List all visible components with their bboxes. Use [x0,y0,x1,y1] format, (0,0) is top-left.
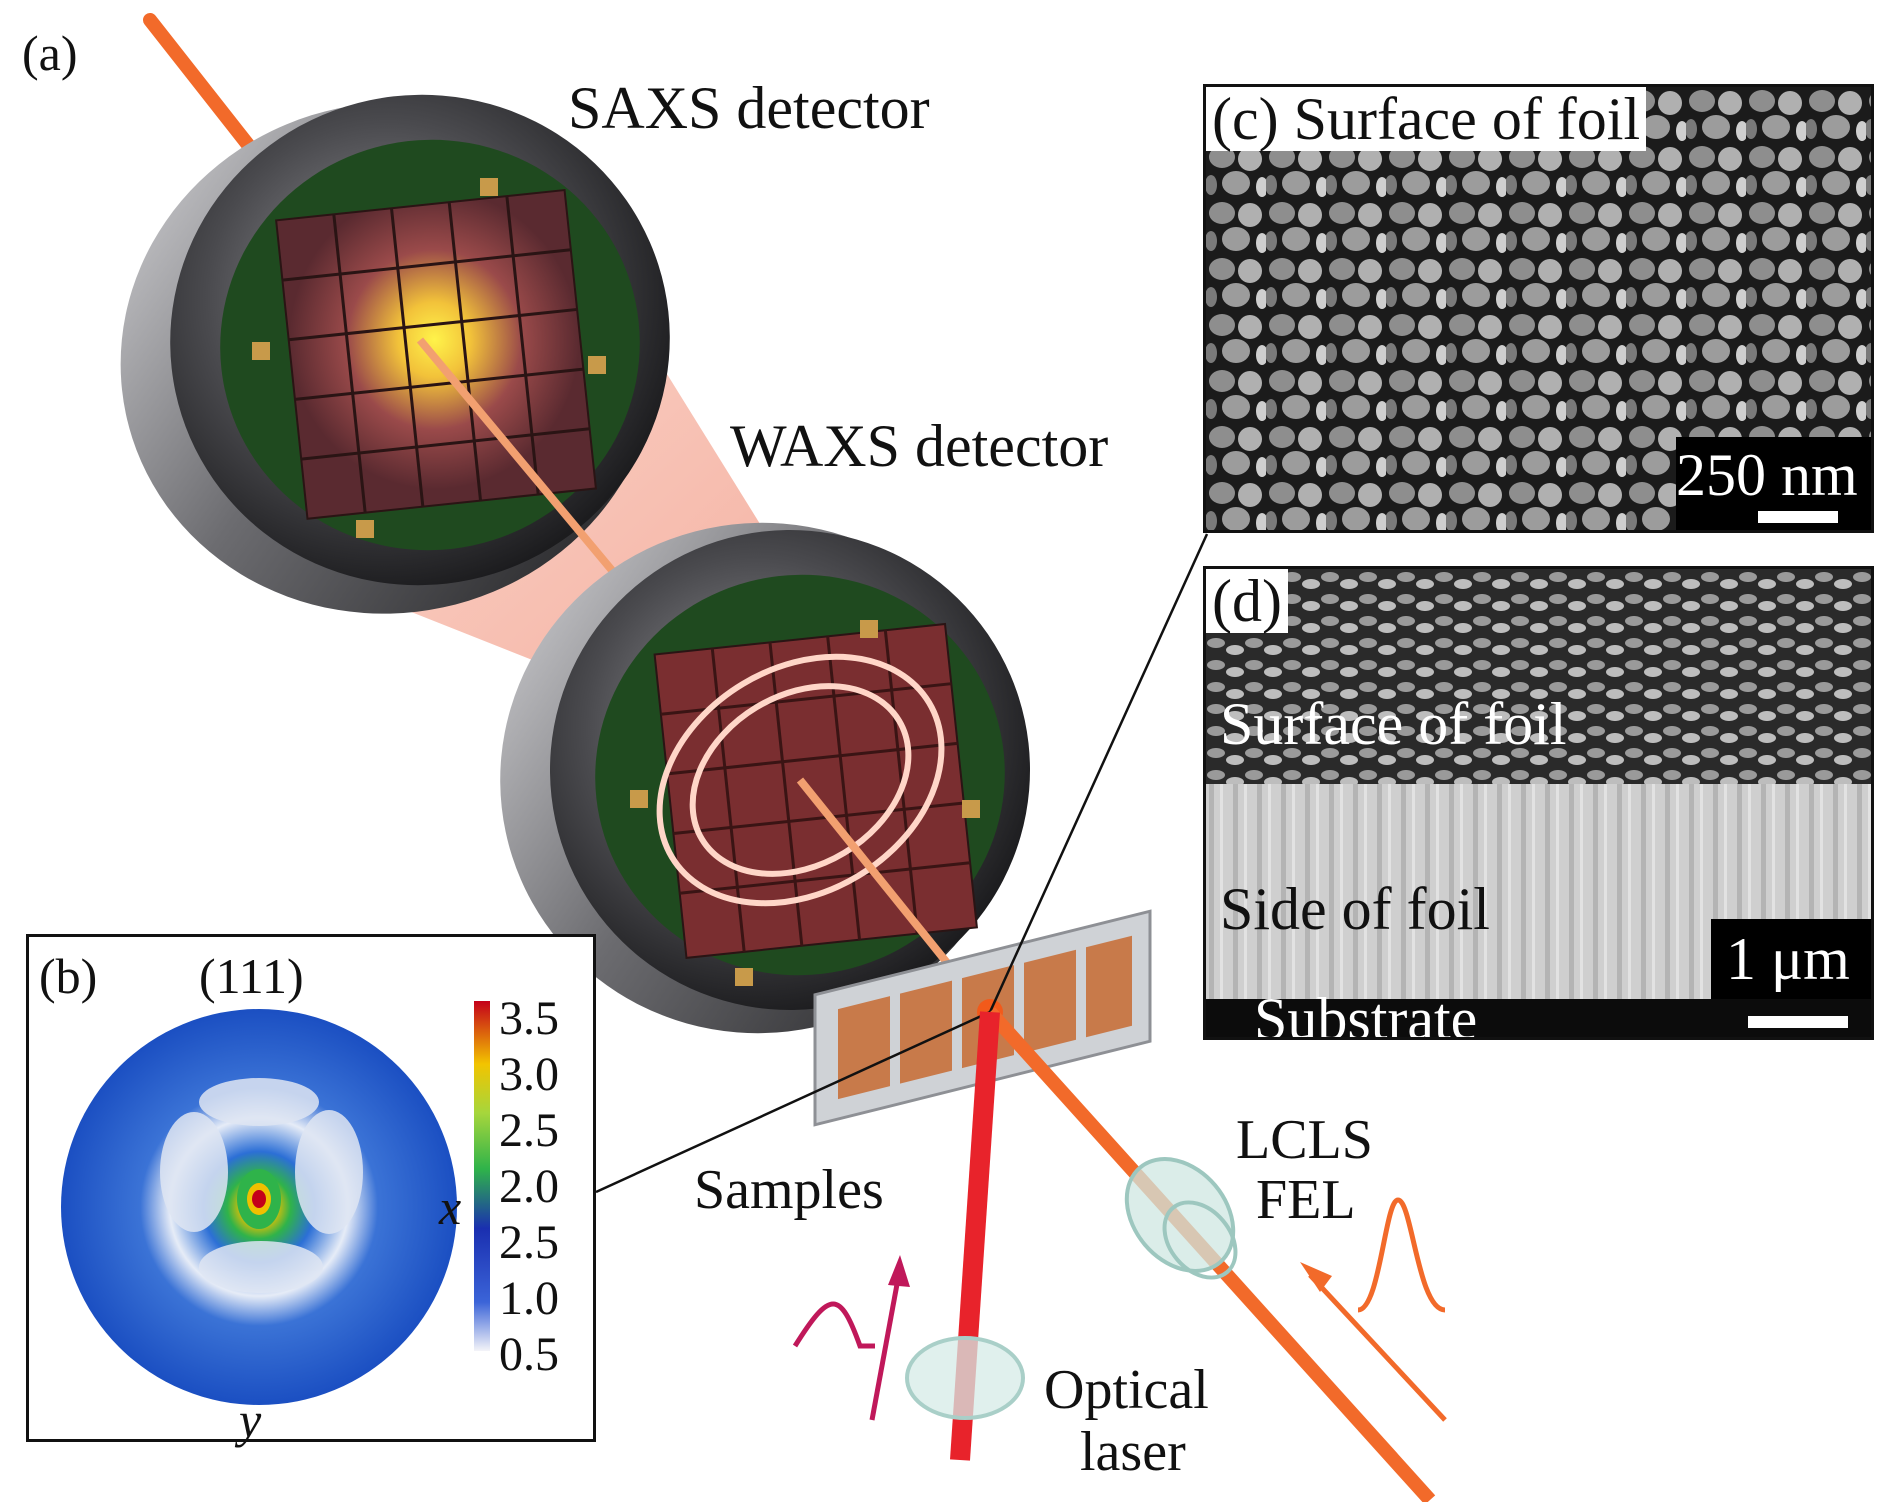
panel-a-letter: (a) [22,25,78,81]
colorbar-tick-label: 1.0 [499,1272,559,1325]
zoom-line-b [595,1010,991,1194]
panel-c-scale-label: 250 nm [1676,442,1858,508]
colorbar-tick-label: 2.5 [499,1216,559,1269]
panel-b-letter: (b) [39,948,98,1004]
panel-d-letter: (d) [1206,569,1288,633]
fel-beam-incoming [143,13,267,167]
pole-figure-plot [61,1001,490,1405]
panel-c-sem-surface: (c) Surface of foil 250 nm [1203,84,1874,533]
pole-figure-lobes [160,1078,363,1293]
waxs-sensor-array [653,622,978,959]
panel-d-surface-label: Surface of foil [1220,691,1567,757]
samples-label: Samples [694,1159,884,1221]
panel-d-scale-label: 1 μm [1726,926,1850,992]
optical-label: Optical [1044,1359,1209,1421]
panel-b-title: (111) [199,948,304,1004]
panel-c-caption: (c) Surface of foil [1206,86,1647,152]
panel-c-title: Surface of foil [1293,86,1641,152]
panel-d-substrate-label: Substrate [1254,986,1478,1040]
colorbar-tick-label: 2.0 [499,1160,559,1213]
cross-section-image [1206,569,1871,1037]
panel-b-axis-y: y [239,1392,262,1448]
laser-label: laser [1080,1421,1186,1483]
fel-pulse-arrow [1300,1197,1447,1422]
scale-bar-250nm [1758,511,1838,523]
lcls-label: LCLS [1236,1109,1373,1171]
fel-beam-saxs [416,337,624,583]
zoom-line-top [988,533,1209,1013]
fel-lens [1124,1157,1238,1280]
colorbar-tick-label: 3.0 [499,1048,559,1101]
panel-d-sem-cross-section: (d) Surface of foil Side of foil Substra… [1203,566,1874,1040]
panel-b-axis-x: x [439,1179,462,1235]
colorbar [474,1001,490,1351]
panel-c-letter: (c) [1212,86,1279,152]
scale-bar-1um [1748,1016,1848,1028]
surface-grain-image [1206,87,1871,530]
waxs-detector-label: WAXS detector [730,413,1109,479]
fel-label: FEL [1256,1169,1356,1231]
optical-pulse-arrow [792,1255,910,1421]
waxs-detector [500,522,1030,1034]
colorbar-tick-label: 2.5 [499,1104,559,1157]
saxs-detector-label: SAXS detector [568,75,930,141]
panel-d-side-label: Side of foil [1220,876,1490,942]
diffraction-rings [656,653,945,907]
colorbar-tick-label: 0.5 [499,1328,559,1381]
optical-lens [905,1336,1025,1420]
colorbar-tick-label: 3.5 [499,992,559,1045]
